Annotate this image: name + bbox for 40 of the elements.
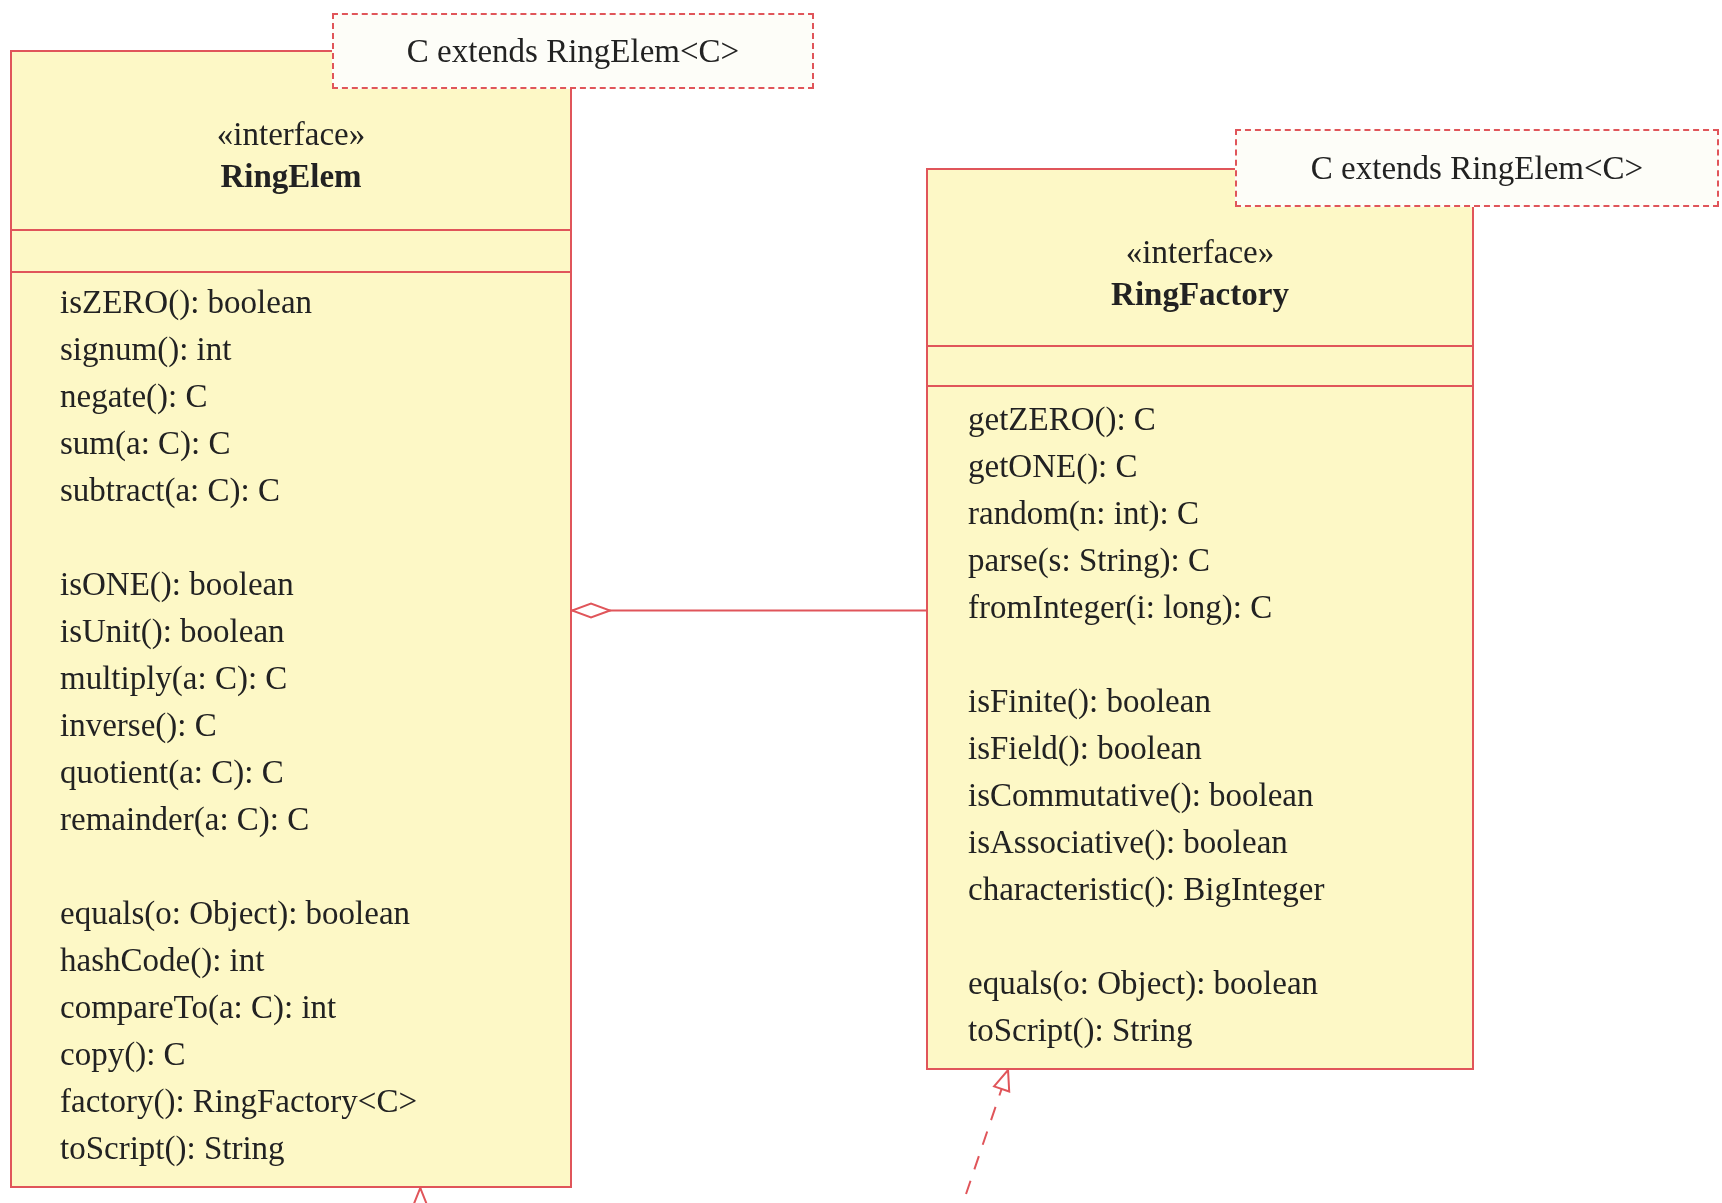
method-signature: factory(): RingFactory<C> [60,1082,418,1121]
method-signature: hashCode(): int [60,941,265,980]
method-signature: isCommutative(): boolean [968,776,1314,815]
method-signature: parse(s: String): C [968,541,1210,580]
method-signature: signum(): int [60,330,232,369]
method-signature: isField(): boolean [968,729,1202,768]
template-parameter-note [1235,129,1719,207]
aggregation-connector [571,602,927,619]
method-signature: inverse(): C [60,706,217,745]
method-signature: toScript(): String [968,1011,1193,1050]
generalization-arrow [411,1187,430,1203]
method-signature: sum(a: C): C [60,424,231,463]
method-signature: compareTo(a: C): int [60,988,337,1027]
class-name: RingFactory [1110,275,1290,314]
method-signature: equals(o: Object): boolean [968,964,1319,1003]
template-parameter-note [332,13,814,89]
method-signature: copy(): C [60,1035,186,1074]
method-signature: getZERO(): C [968,400,1156,439]
stereotype-label: «interface» [1124,233,1276,272]
method-signature: remainder(a: C): C [60,800,310,839]
template-parameter-text: C extends RingElem<C> [1310,149,1644,187]
method-signature: isAssociative(): boolean [968,823,1288,862]
class-name: RingElem [219,157,363,196]
method-signature: isZERO(): boolean [60,283,313,322]
stereotype-label: «interface» [215,115,367,154]
method-signature: toScript(): String [60,1129,285,1168]
method-signature: subtract(a: C): C [60,471,280,510]
method-signature: equals(o: Object): boolean [60,894,411,933]
method-signature: multiply(a: C): C [60,659,288,698]
method-signature: isUnit(): boolean [60,612,285,651]
method-signature: isONE(): boolean [60,565,294,604]
realization-arrow [965,1069,1011,1195]
method-signature: negate(): C [60,377,208,416]
method-signature: fromInteger(i: long): C [968,588,1273,627]
method-signature: getONE(): C [968,447,1138,486]
method-signature: random(n: int): C [968,494,1199,533]
template-parameter-text: C extends RingElem<C> [406,32,740,70]
method-signature: isFinite(): boolean [968,682,1211,721]
method-signature: characteristic(): BigInteger [968,870,1325,909]
method-signature: quotient(a: C): C [60,753,284,792]
